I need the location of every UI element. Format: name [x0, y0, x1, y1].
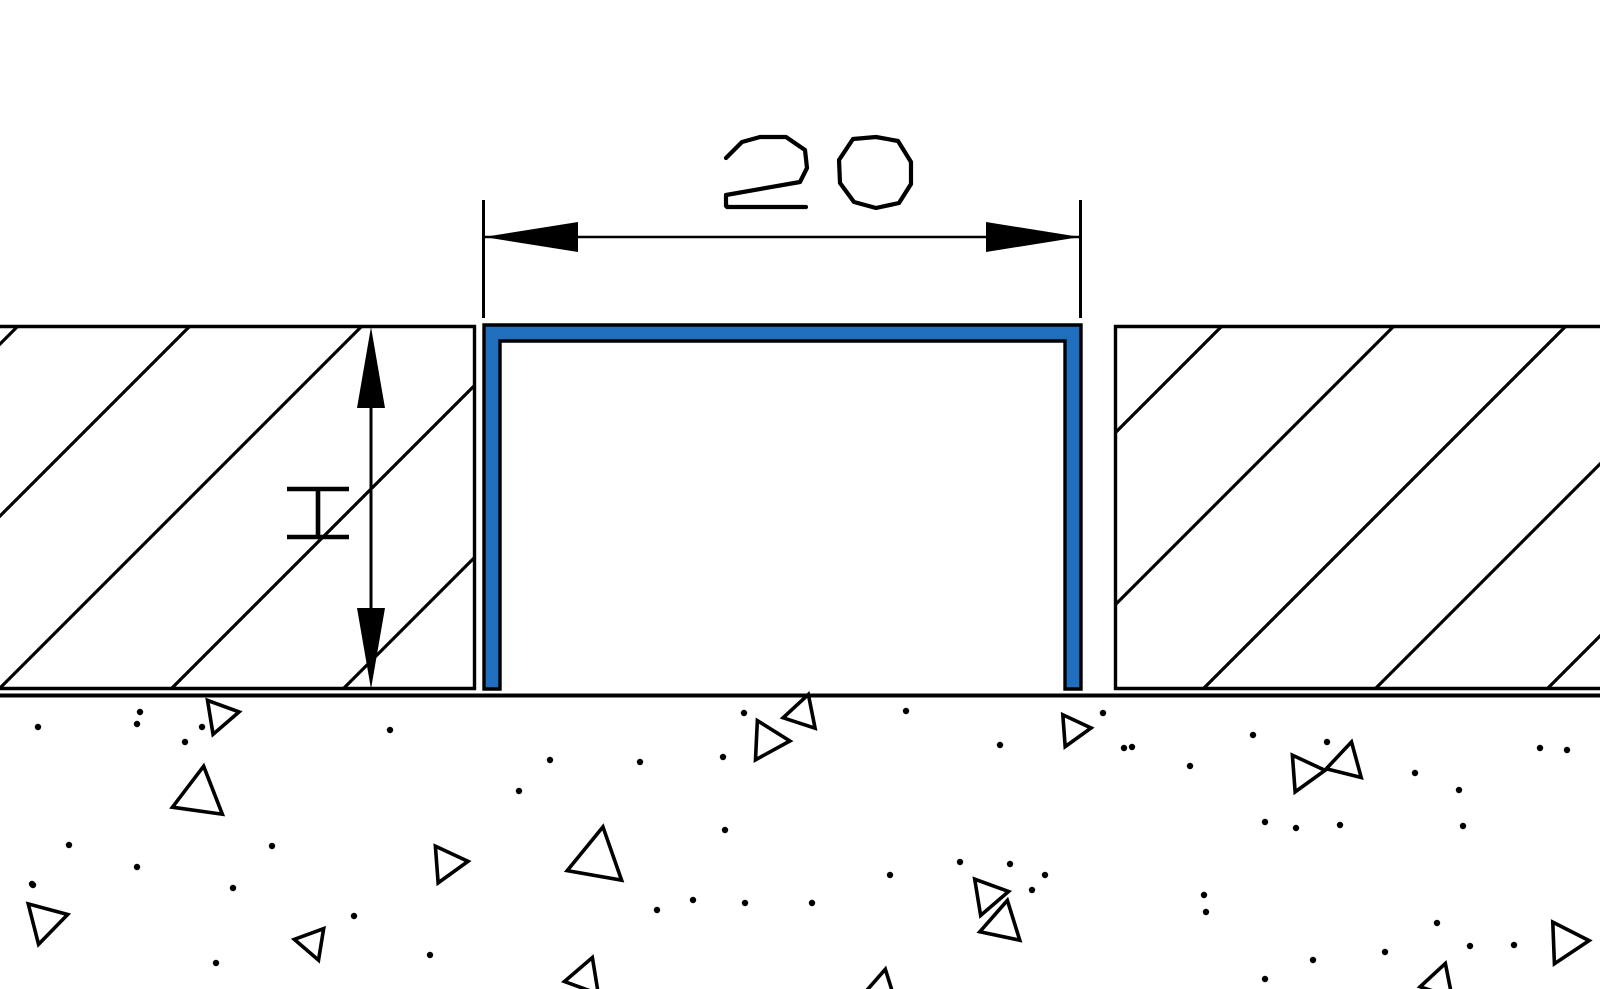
- aggregate-dot: [133, 863, 141, 871]
- aggregate-dot: [721, 826, 729, 834]
- aggregate-dot: [1200, 891, 1208, 899]
- left-slab: [0, 324, 477, 691]
- aggregate-triangle: [1322, 738, 1364, 780]
- channel-body: [482, 323, 1083, 691]
- right-slab-hatch: [1114, 325, 1600, 690]
- height-dimension-label: [287, 486, 349, 540]
- aggregate-dot: [653, 906, 661, 914]
- arrowhead-down-icon: [357, 608, 385, 689]
- aggregate-dot: [1261, 975, 1269, 983]
- aggregate-dot: [1006, 860, 1014, 868]
- aggregate-dot: [808, 899, 816, 907]
- aggregate-dot: [1261, 818, 1269, 826]
- arrowhead-up-icon: [357, 327, 385, 408]
- aggregate-dot: [996, 741, 1004, 749]
- aggregate-triangle: [1416, 959, 1455, 989]
- aggregate-dot: [886, 871, 894, 879]
- aggregate-dot: [1202, 908, 1210, 916]
- aggregate-triangle: [25, 901, 72, 948]
- aggregate-dot: [1249, 731, 1257, 739]
- aggregate-triangle: [290, 925, 326, 964]
- aggregate-dot: [1099, 709, 1107, 717]
- arrowhead-right-icon: [986, 222, 1080, 252]
- aggregate-dot: [1563, 746, 1571, 754]
- aggregate-dot: [198, 723, 206, 731]
- concrete-aggregate-hatch: [25, 690, 1593, 989]
- aggregate-triangle: [563, 823, 625, 883]
- aggregate-dot: [1041, 871, 1049, 879]
- aggregate-dot: [350, 912, 358, 920]
- aggregate-triangle: [779, 690, 818, 731]
- aggregate-dot: [902, 707, 910, 715]
- aggregate-triangle: [1550, 919, 1593, 968]
- aggregate-dot: [1028, 886, 1036, 894]
- aggregate-triangle: [169, 762, 226, 817]
- aggregate-dot: [426, 951, 434, 959]
- aggregate-triangle: [433, 843, 472, 887]
- aggregate-triangle: [860, 965, 898, 989]
- aggregate-dot: [546, 756, 554, 764]
- aggregate-triangle: [753, 717, 794, 763]
- glyph-two: [723, 134, 810, 210]
- glyph-zero: [836, 134, 914, 211]
- aggregate-dot: [636, 758, 644, 766]
- aggregate-dot: [1536, 744, 1544, 752]
- aggregate-dot: [1323, 738, 1331, 746]
- u-channel-profile: [482, 323, 1083, 691]
- height-dimension: H: [287, 327, 385, 689]
- aggregate-dot: [1186, 762, 1194, 770]
- aggregate-dot: [34, 723, 42, 731]
- aggregate-dot: [1120, 744, 1128, 752]
- aggregate-dot: [1466, 942, 1474, 950]
- aggregate-triangle: [1290, 752, 1329, 796]
- aggregate-triangle: [205, 697, 243, 738]
- aggregate-dot: [65, 841, 73, 849]
- aggregate-dot: [1510, 941, 1518, 949]
- aggregate-triangle: [1060, 711, 1095, 750]
- aggregate-dot: [1128, 743, 1136, 751]
- aggregate-dot: [212, 959, 220, 967]
- aggregate-dot: [1459, 822, 1467, 830]
- aggregate-triangle: [976, 896, 1023, 943]
- aggregate-triangle: [972, 876, 1013, 919]
- aggregate-dot: [740, 709, 748, 717]
- aggregate-dot: [1336, 821, 1344, 829]
- right-slab: [1113, 324, 1600, 691]
- aggregate-dot: [741, 899, 749, 907]
- concrete-substrate: [0, 690, 1600, 989]
- aggregate-dot: [1411, 769, 1419, 777]
- aggregate-dot: [229, 884, 237, 892]
- aggregate-dot: [133, 720, 141, 728]
- aggregate-dot: [181, 738, 189, 746]
- aggregate-dot: [268, 842, 276, 850]
- aggregate-dot: [1292, 824, 1300, 832]
- aggregate-dot: [1455, 786, 1463, 794]
- aggregate-dot: [1433, 919, 1441, 927]
- aggregate-dot: [28, 880, 36, 888]
- aggregate-dot: [136, 708, 144, 716]
- arrowhead-left-icon: [484, 222, 578, 252]
- aggregate-dot: [1309, 956, 1317, 964]
- aggregate-triangle: [560, 954, 601, 989]
- aggregate-dot: [386, 726, 394, 734]
- aggregate-dot: [515, 787, 523, 795]
- width-dimension: 20: [482, 134, 1082, 318]
- left-slab-hatch: [0, 325, 476, 690]
- width-dimension-label: [723, 134, 914, 211]
- aggregate-dot: [956, 858, 964, 866]
- aggregate-dot: [689, 896, 697, 904]
- aggregate-dot: [719, 753, 727, 761]
- aggregate-dot: [1381, 948, 1389, 956]
